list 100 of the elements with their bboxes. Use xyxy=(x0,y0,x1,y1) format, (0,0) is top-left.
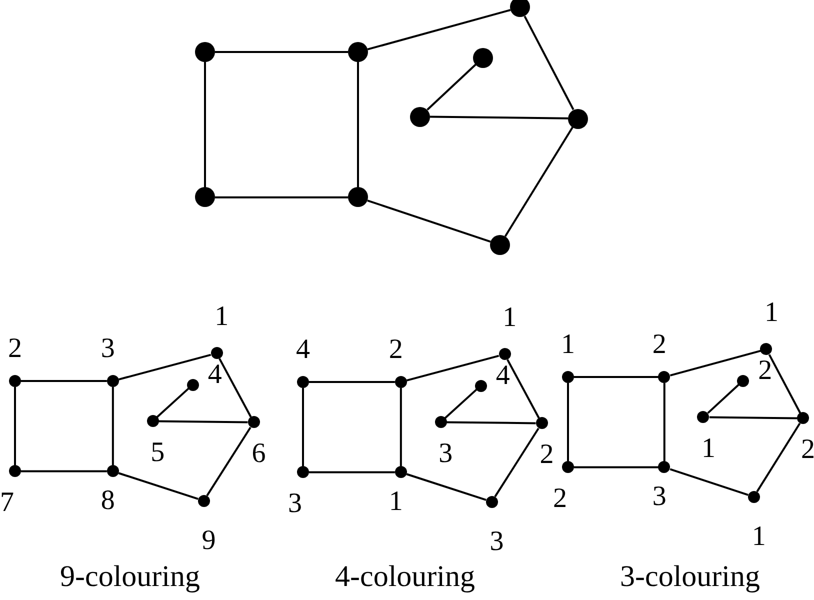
vertex-dot xyxy=(348,187,368,208)
edge-line xyxy=(21,470,107,472)
edge-line xyxy=(567,383,569,462)
vertex-dot xyxy=(198,494,210,507)
edge-line xyxy=(504,126,574,237)
edge-line xyxy=(768,354,802,414)
vertex-dot xyxy=(195,42,215,62)
vertex-dot xyxy=(195,187,215,208)
vertex-dot xyxy=(796,412,809,424)
edge-line xyxy=(215,196,348,198)
edge-line xyxy=(367,200,491,243)
edge-line xyxy=(357,62,359,188)
vertex-dot xyxy=(486,496,498,508)
edge-line xyxy=(406,473,486,501)
edge-line xyxy=(756,422,801,492)
colour-number: 5 xyxy=(150,439,165,468)
vertex-dot xyxy=(658,371,670,383)
vertex-dot xyxy=(760,343,772,356)
colour-number: 7 xyxy=(0,489,14,518)
edge-line xyxy=(426,64,476,110)
edge-line xyxy=(112,387,114,466)
colour-number: 3 xyxy=(288,490,302,518)
edge-line xyxy=(446,421,536,424)
edge-line xyxy=(206,426,252,496)
vertex-dot xyxy=(248,416,260,428)
edge-line xyxy=(574,466,658,468)
vertex-dot xyxy=(737,374,750,387)
edge-line xyxy=(574,376,658,378)
vertex-dot xyxy=(348,42,368,62)
colour-number: 4 xyxy=(496,362,510,390)
vertex-dot xyxy=(658,461,670,474)
edge-line xyxy=(118,472,198,500)
colour-number: 1 xyxy=(701,435,716,464)
edge-line xyxy=(444,388,478,419)
vertex-dot xyxy=(568,108,588,128)
vertex-dot xyxy=(434,416,447,428)
edge-line xyxy=(309,471,395,474)
edge-line xyxy=(158,420,248,424)
vertex-dot xyxy=(536,417,548,430)
edge-line xyxy=(506,359,540,418)
graph-caption: 9-colouring xyxy=(60,560,200,594)
colour-number: 2 xyxy=(540,441,554,470)
vertex-dot xyxy=(490,234,510,255)
colour-number: 4 xyxy=(208,360,222,389)
colour-number: 6 xyxy=(252,440,266,468)
colour-number: 1 xyxy=(502,304,517,332)
colour-number: 2 xyxy=(388,336,403,364)
graph-caption: 3-colouring xyxy=(620,560,760,594)
edge-line xyxy=(670,468,748,496)
colour-number: 2 xyxy=(8,335,22,363)
vertex-dot xyxy=(473,48,493,68)
vertex-dot xyxy=(186,378,199,391)
colour-number: 1 xyxy=(388,488,403,516)
edge-line xyxy=(367,9,511,50)
edge-line xyxy=(204,62,206,188)
vertex-dot xyxy=(394,466,407,478)
edge-line xyxy=(524,16,574,110)
colour-number: 9 xyxy=(202,526,216,555)
edge-line xyxy=(709,416,797,420)
vertex-dot xyxy=(748,490,760,503)
colour-number: 2 xyxy=(652,331,666,359)
vertex-dot xyxy=(562,371,574,383)
colour-number: 1 xyxy=(561,331,575,359)
colour-number: 1 xyxy=(214,303,229,332)
colour-number: 2 xyxy=(553,485,567,514)
graph-caption: 4-colouring xyxy=(335,560,475,594)
colour-number: 3 xyxy=(652,483,666,512)
vertex-dot xyxy=(394,376,407,388)
colour-number: 4 xyxy=(296,336,310,364)
vertex-dot xyxy=(146,415,159,428)
vertex-dot xyxy=(474,380,487,392)
colour-number: 1 xyxy=(764,299,778,328)
edge-line xyxy=(14,387,16,466)
vertex-dot xyxy=(410,106,430,127)
edge-line xyxy=(302,388,304,466)
edge-line xyxy=(400,388,402,466)
edge-line xyxy=(670,350,761,376)
edge-line xyxy=(218,358,252,418)
vertex-dot xyxy=(297,466,309,478)
vertex-dot xyxy=(697,411,710,424)
vertex-dot xyxy=(210,347,223,360)
colour-number: 2 xyxy=(758,356,772,385)
vertex-dot xyxy=(498,348,511,360)
edge-line xyxy=(309,381,395,383)
vertex-dot xyxy=(562,461,574,474)
vertex-dot xyxy=(106,375,119,387)
edge-line xyxy=(118,354,212,380)
colour-number: 3 xyxy=(438,440,453,468)
colour-number: 1 xyxy=(752,522,766,551)
edge-line xyxy=(215,51,348,53)
colour-number: 3 xyxy=(490,528,504,556)
edge-line xyxy=(430,116,568,120)
edge-line xyxy=(707,384,740,414)
edge-line xyxy=(494,428,540,498)
vertex-dot xyxy=(9,375,21,387)
colour-number: 8 xyxy=(100,487,115,516)
edge-line xyxy=(156,388,190,418)
vertex-dot xyxy=(106,465,119,478)
edge-line xyxy=(663,383,666,462)
vertex-dot xyxy=(9,465,21,478)
